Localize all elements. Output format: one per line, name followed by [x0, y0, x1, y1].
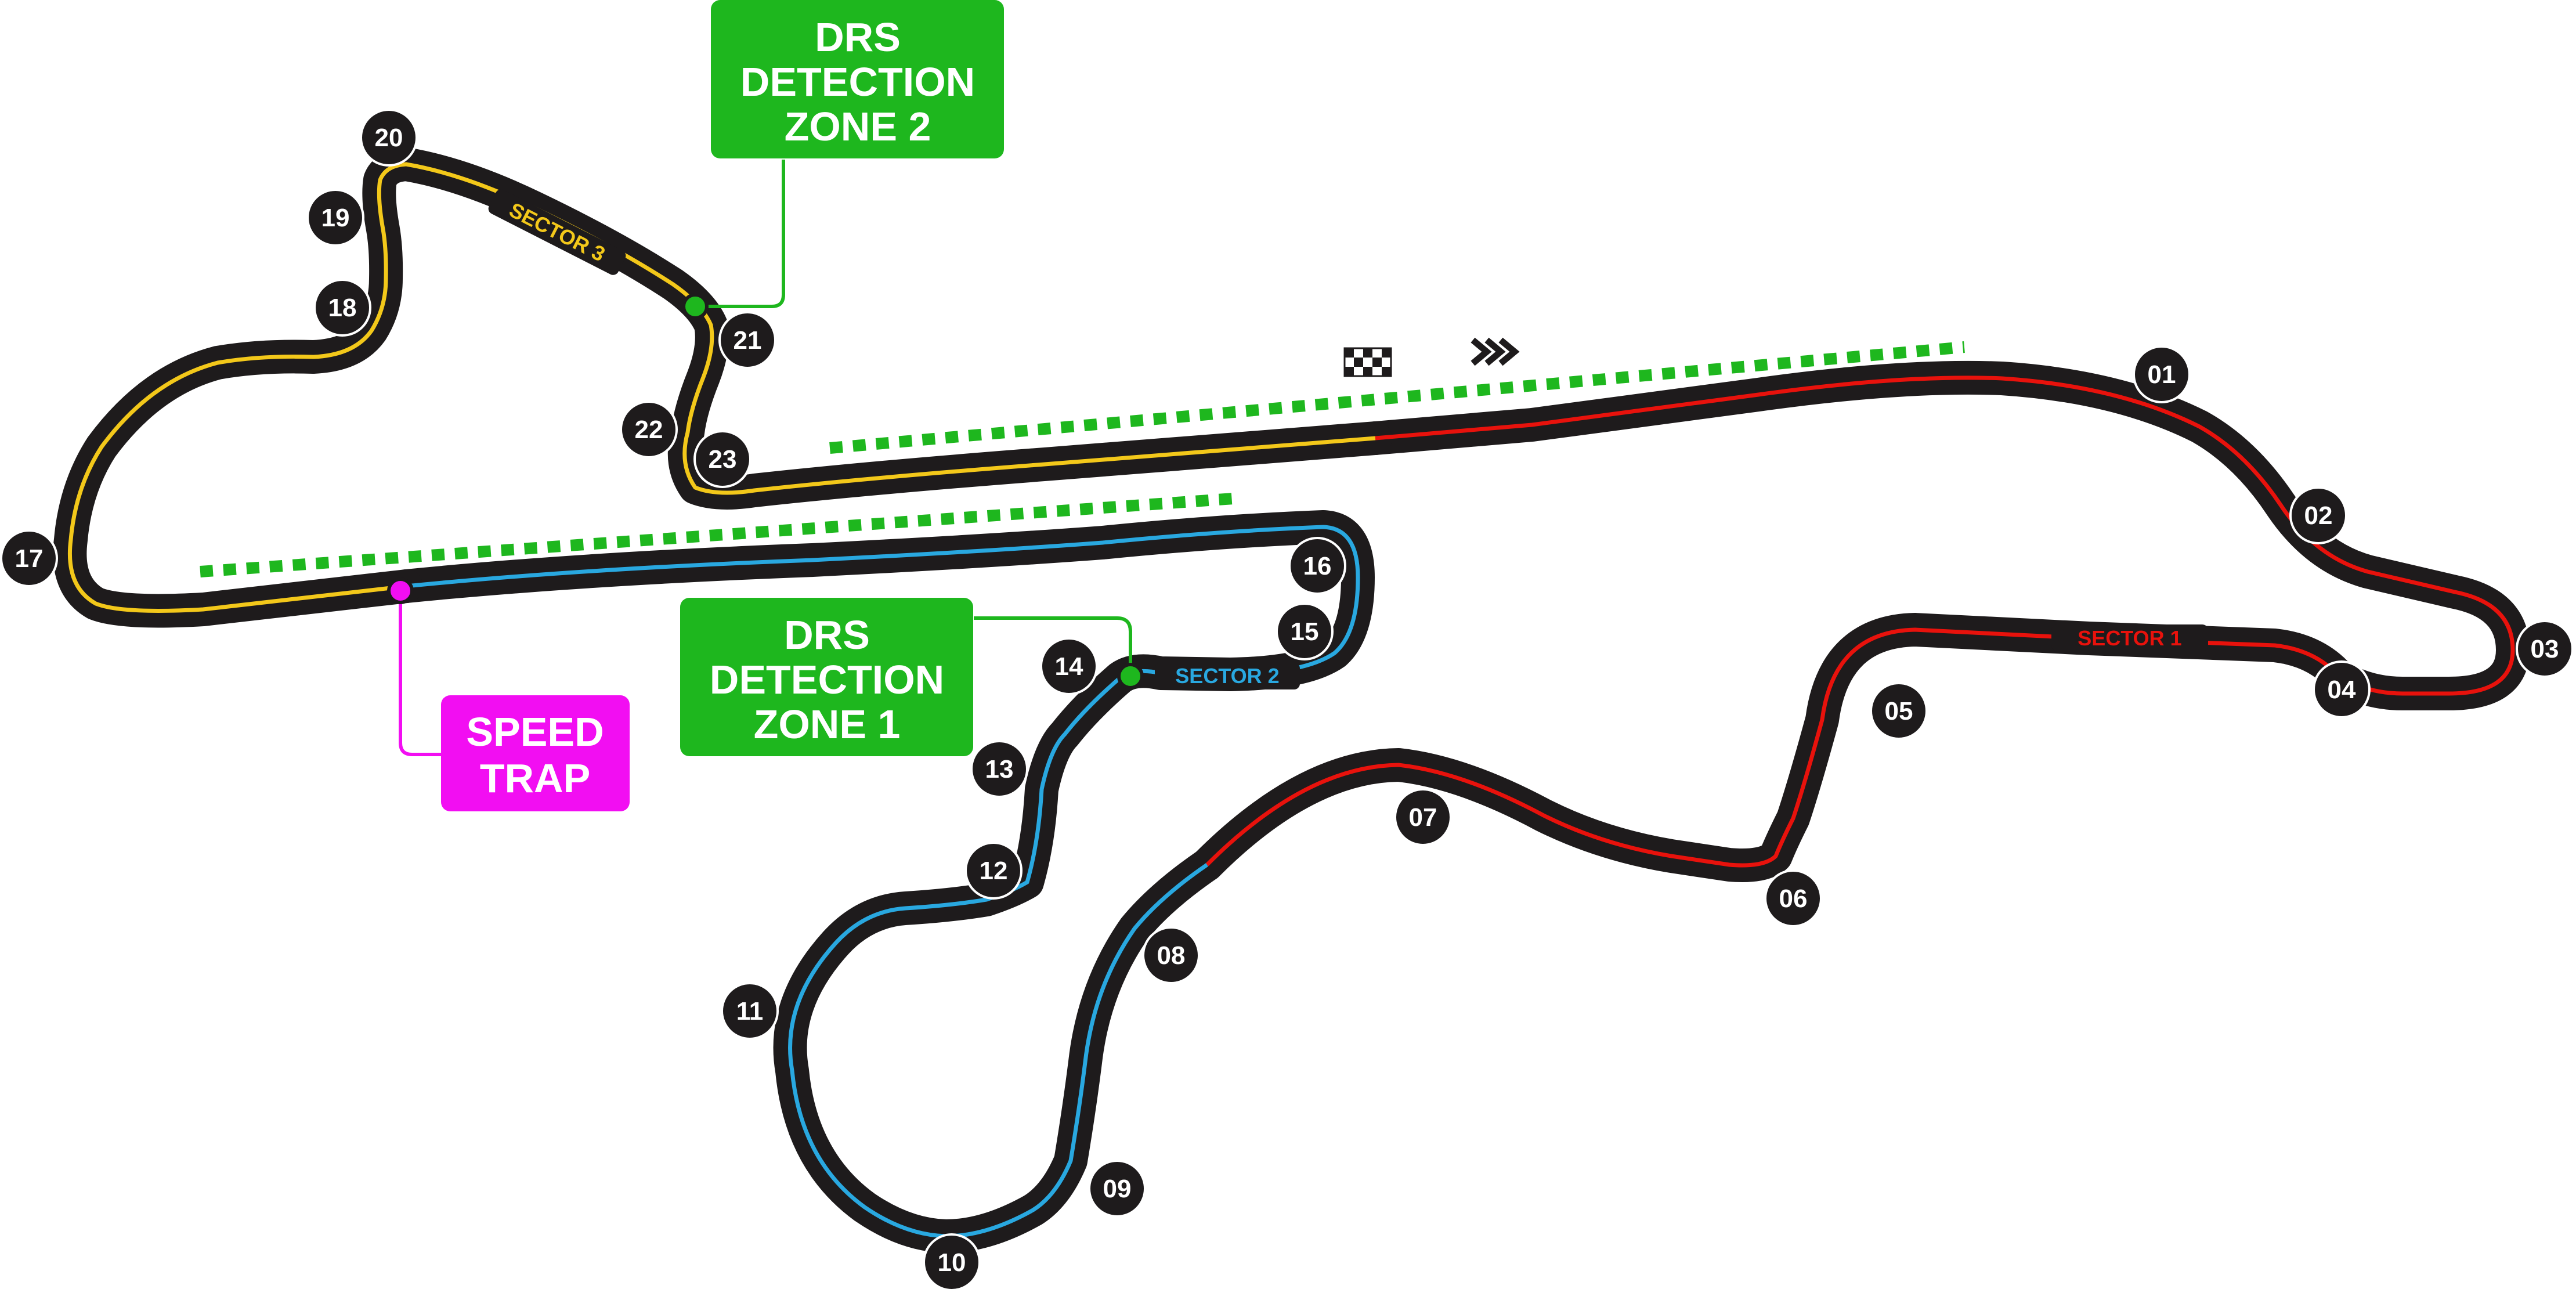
corner-label: 23	[709, 445, 737, 474]
corner-marker-09: 09	[1088, 1160, 1146, 1218]
corner-label: 03	[2531, 635, 2559, 663]
corner-marker-18: 18	[313, 279, 371, 337]
corner-marker-19: 19	[306, 189, 364, 247]
corner-label: 06	[1779, 884, 1808, 913]
corner-marker-11: 11	[721, 982, 779, 1040]
drs-detection-zone-2: DRS DETECTION ZONE 2	[682, 0, 1004, 320]
corner-label: 10	[938, 1248, 966, 1277]
corner-label: 14	[1055, 652, 1083, 681]
corner-marker-21: 21	[718, 311, 776, 369]
svg-text:SECTOR 1: SECTOR 1	[2078, 626, 2181, 650]
corner-label: 16	[1303, 552, 1332, 580]
svg-text:ZONE 1: ZONE 1	[754, 702, 901, 747]
corner-marker-23: 23	[693, 430, 752, 488]
corner-label: 07	[1409, 803, 1437, 832]
sector-1-label: SECTOR 1	[2051, 624, 2208, 651]
corner-marker-17: 17	[0, 529, 58, 587]
svg-text:SPEED: SPEED	[466, 709, 604, 754]
corner-label: 19	[321, 204, 350, 232]
corner-markers: 01 02 03 04 05 06 07 08 09 10 11 12 13 14 15 16 17 18 19 20…	[0, 109, 2574, 1289]
svg-text:DETECTION: DETECTION	[710, 657, 944, 702]
svg-text:TRAP: TRAP	[480, 756, 591, 801]
corner-marker-07: 07	[1394, 788, 1452, 846]
svg-text:SECTOR 2: SECTOR 2	[1175, 664, 1279, 688]
sector-2-label: SECTOR 2	[1155, 663, 1300, 689]
corner-marker-04: 04	[2313, 660, 2371, 718]
corner-marker-12: 12	[964, 842, 1023, 900]
corner-label: 15	[1291, 618, 1319, 646]
track-surface	[53, 147, 2530, 1253]
corner-label: 08	[1157, 941, 1186, 970]
corner-label: 01	[2148, 360, 2176, 389]
corner-marker-22: 22	[620, 400, 678, 458]
drs-zone-back-straight	[200, 492, 1242, 577]
svg-text:ZONE 2: ZONE 2	[785, 104, 931, 149]
corner-marker-16: 16	[1288, 537, 1346, 595]
checkered-flag-icon	[1343, 347, 1392, 377]
corner-label: 20	[375, 124, 403, 152]
direction-chevrons-icon	[1471, 337, 1520, 366]
svg-text:DRS: DRS	[815, 15, 901, 60]
speed-trap: SPEED TRAP	[387, 577, 630, 811]
corner-label: 11	[736, 997, 764, 1026]
corner-marker-05: 05	[1870, 682, 1928, 740]
corner-label: 09	[1103, 1175, 1132, 1203]
corner-label: 13	[985, 755, 1014, 783]
corner-label: 12	[980, 857, 1008, 885]
corner-label: 21	[734, 326, 762, 355]
corner-marker-01: 01	[2133, 345, 2191, 403]
corner-marker-02: 02	[2289, 486, 2347, 544]
corner-marker-08: 08	[1142, 926, 1200, 984]
corner-label: 18	[328, 294, 357, 322]
corner-marker-13: 13	[970, 740, 1028, 798]
corner-label: 22	[635, 416, 663, 444]
corner-marker-06: 06	[1764, 869, 1822, 927]
svg-text:DRS: DRS	[784, 612, 870, 658]
corner-marker-14: 14	[1040, 637, 1098, 695]
corner-label: 02	[2304, 501, 2333, 530]
corner-label: 17	[15, 544, 44, 573]
svg-text:DETECTION: DETECTION	[740, 59, 975, 104]
corner-label: 04	[2328, 676, 2356, 704]
corner-marker-03: 03	[2516, 620, 2574, 678]
corner-marker-10: 10	[923, 1233, 981, 1289]
corner-marker-20: 20	[360, 109, 418, 167]
corner-label: 05	[1885, 697, 1913, 725]
drs-zone-main-straight	[829, 341, 1965, 454]
drs-detection-zone-1: DRS DETECTION ZONE 1	[680, 598, 1144, 756]
corner-marker-15: 15	[1276, 602, 1334, 660]
